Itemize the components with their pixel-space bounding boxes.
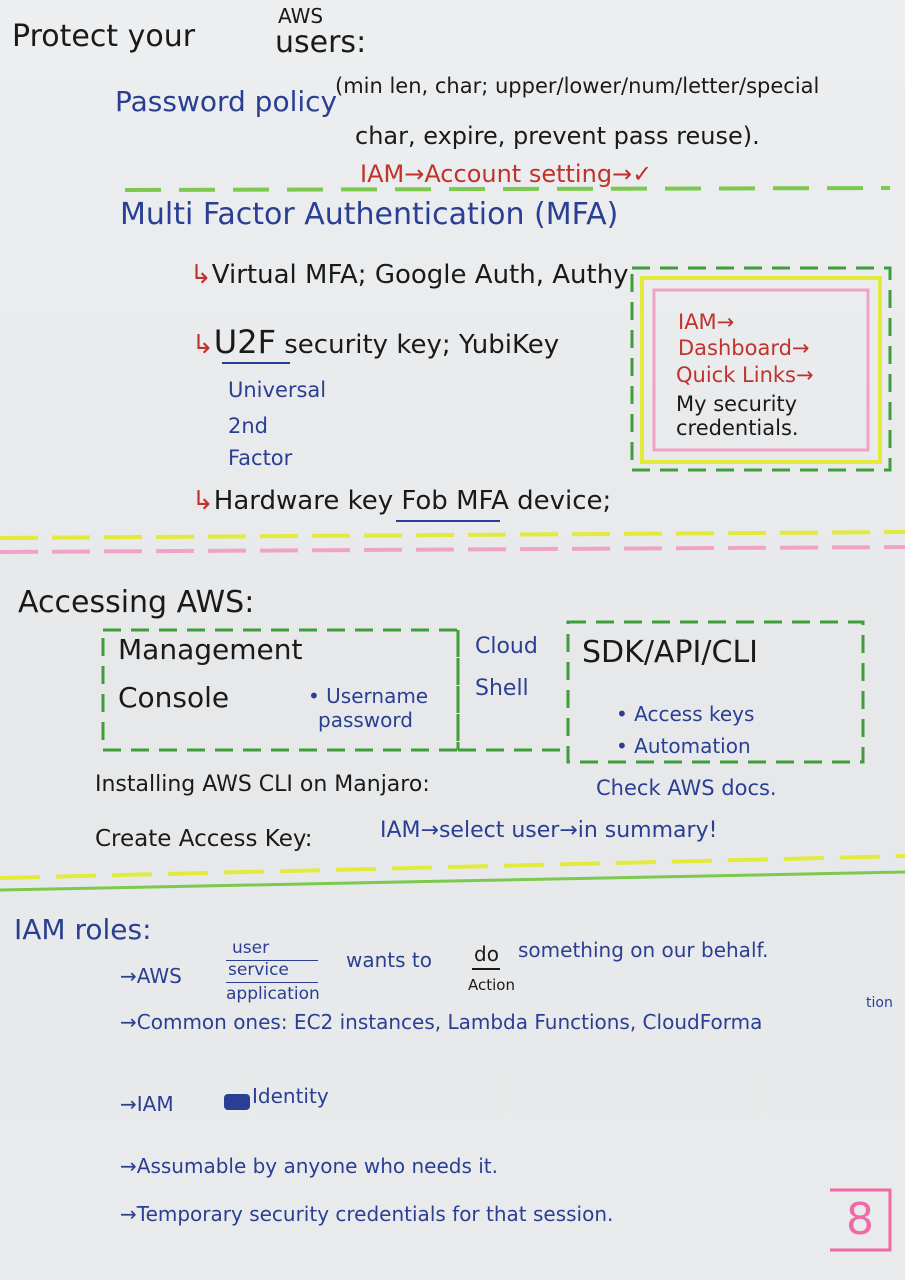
action-label: Action bbox=[468, 976, 515, 994]
who-rest-b: something on our behalf. bbox=[518, 938, 769, 962]
mfa-item-virtual: ↳Virtual MFA; Google Auth, Authy bbox=[190, 262, 629, 288]
cloudshell-1: Cloud bbox=[475, 634, 538, 659]
scribble-mark bbox=[224, 1094, 250, 1110]
who-do: do bbox=[474, 942, 499, 966]
sdk-title: SDK/API/CLI bbox=[582, 635, 759, 670]
console-bullet-1: • Username bbox=[308, 684, 429, 708]
title-suffix: users: bbox=[275, 25, 367, 60]
who-option-application: application bbox=[226, 984, 320, 1004]
password-policy-detail-1: (min len, char; upper/lower/num/letter/s… bbox=[335, 74, 820, 98]
mfa-device-label: MFA device; bbox=[456, 486, 612, 516]
who-option-user: user bbox=[232, 938, 270, 958]
u2f-expansion-2: 2nd bbox=[228, 414, 269, 438]
arrow-icon: ↳ bbox=[192, 330, 214, 360]
u2f-detail: security key; YubiKey bbox=[284, 330, 560, 360]
u2f-expansion-3: Factor bbox=[228, 446, 293, 470]
install-cli-label: Installing AWS CLI on Manjaro: bbox=[95, 772, 430, 797]
install-cli-value: Check AWS docs. bbox=[596, 776, 777, 800]
mfa-item-hardware: ↳Hardware key Fob MFA device; bbox=[192, 488, 611, 514]
arrow-icon: ↳ bbox=[192, 486, 214, 516]
key-fob-underline bbox=[396, 520, 500, 522]
access-key-value: IAM→select user→in summary! bbox=[380, 818, 718, 843]
role-item-iam: →IAM bbox=[120, 1092, 174, 1116]
access-key-label: Create Access Key: bbox=[95, 826, 313, 852]
mfa-item-u2f: ↳U2F security key; YubiKey bbox=[192, 326, 559, 358]
section-title-protect: Protect your bbox=[12, 22, 195, 52]
title-prefix: Protect your bbox=[12, 19, 196, 54]
box-line-1: IAM→ bbox=[678, 310, 735, 334]
role-item-identity: Identity bbox=[252, 1084, 329, 1108]
role-item-assumable: →Assumable by anyone who needs it. bbox=[120, 1154, 498, 1178]
console-bullet-2: password bbox=[318, 708, 413, 732]
arrow-icon: ↳ bbox=[190, 260, 212, 290]
sdk-bullet-1: • Access keys bbox=[616, 702, 755, 726]
u2f-label: U2F bbox=[213, 323, 276, 361]
who-arrow: →AWS bbox=[120, 964, 182, 988]
who-option-service: service bbox=[228, 960, 289, 980]
iam-roles-title: IAM roles: bbox=[14, 913, 152, 946]
key-fob-label: key Fob bbox=[347, 486, 448, 516]
sdk-bullet-2: • Automation bbox=[616, 734, 751, 758]
accessing-aws-title: Accessing AWS: bbox=[18, 585, 255, 620]
mfa-title: Multi Factor Authentication (MFA) bbox=[120, 197, 619, 232]
console-title-1: Management bbox=[118, 633, 303, 666]
role-item-temporary: →Temporary security credentials for that… bbox=[120, 1202, 614, 1226]
role-item-common: →Common ones: EC2 instances, Lambda Func… bbox=[120, 1010, 763, 1034]
password-policy-label: Password policy bbox=[115, 85, 338, 118]
box-line-5: credentials. bbox=[676, 416, 799, 440]
box-line-4: My security bbox=[676, 392, 798, 416]
do-underline bbox=[472, 968, 500, 970]
title-aws-superscript: AWS bbox=[278, 4, 324, 28]
cloudformation-overflow: tion bbox=[866, 995, 893, 1011]
mfa-item-virtual-text: Virtual MFA; Google Auth, Authy bbox=[211, 260, 629, 290]
who-underline-1 bbox=[226, 960, 318, 961]
cloudshell-2: Shell bbox=[475, 676, 529, 701]
u2f-expansion-1: Universal bbox=[228, 378, 327, 402]
who-rest-a: wants to bbox=[346, 948, 432, 972]
box-line-3: Quick Links→ bbox=[676, 363, 814, 387]
iam-account-setting: IAM→Account setting→✓ bbox=[360, 160, 653, 188]
hardware-label: Hardware bbox=[213, 486, 340, 516]
u2f-underline bbox=[222, 362, 290, 364]
console-title-2: Console bbox=[118, 681, 230, 714]
box-line-2: Dashboard→ bbox=[678, 336, 810, 360]
page-number: 8 bbox=[846, 1194, 874, 1245]
password-policy-detail-2: char, expire, prevent pass reuse). bbox=[355, 122, 760, 150]
who-underline-2 bbox=[226, 982, 318, 983]
